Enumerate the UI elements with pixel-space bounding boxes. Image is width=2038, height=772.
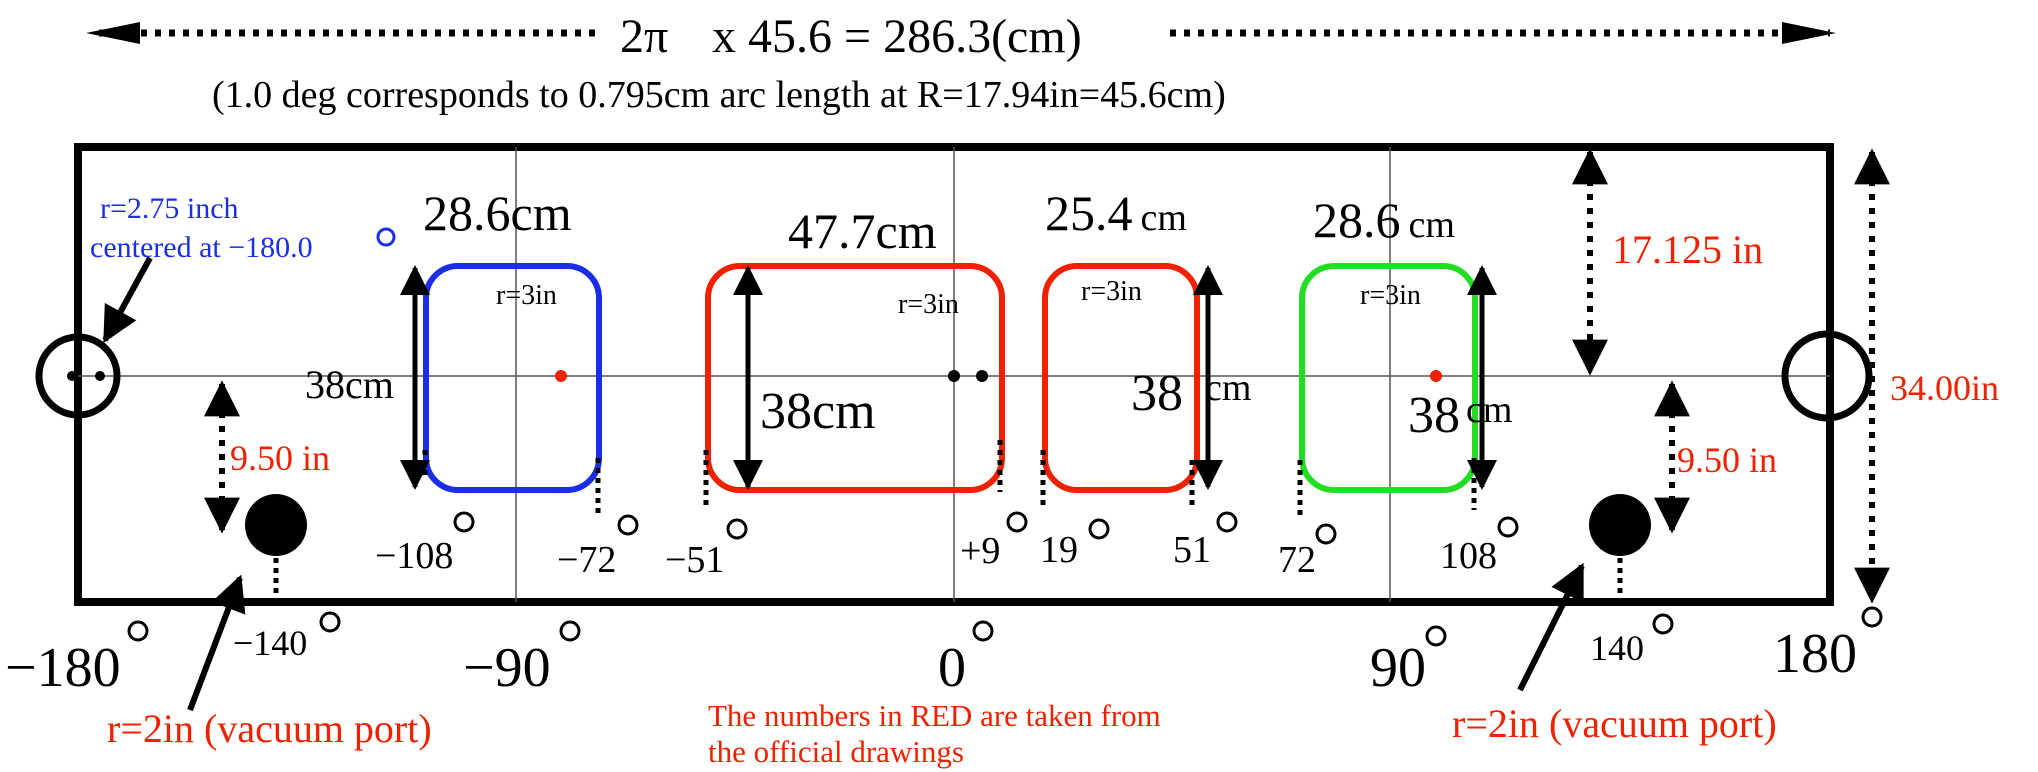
window-center-dot — [1430, 370, 1442, 382]
window-angle-label: −108 — [375, 535, 453, 577]
circumference-header: 2π x 45.6 = 286.3(cm) (1.0 deg correspon… — [86, 10, 1836, 116]
left-side-port: r=2.75 inch centered at −180.0 — [35, 192, 396, 419]
degree-symbol — [376, 227, 396, 247]
window-angle-label: +9 — [960, 530, 1000, 572]
axis-label: −90 — [463, 637, 551, 699]
full-height-label: 34.00in — [1890, 368, 1999, 408]
port-offset-label: 9.50 in — [1677, 440, 1777, 480]
port-offset-right: 9.50 in — [1654, 380, 1777, 534]
degree-symbol — [1006, 511, 1028, 533]
height-dimensions: 17.125 in 34.00in — [1572, 148, 1999, 604]
window-height-label: 38cm — [305, 362, 394, 407]
port-offset-left: 9.50 in — [204, 380, 330, 534]
vacuum-port-pointer — [187, 574, 246, 712]
window-angle-label: 72 — [1278, 539, 1316, 581]
circumference-prefix: 2π — [620, 10, 668, 63]
vacuum-port-pointer — [1517, 562, 1585, 692]
window-blue: 28.6cm r=3in 38cm −108 −72 — [305, 185, 639, 581]
window-width-label: 28.6cm — [423, 185, 572, 241]
degree-symbol — [1861, 606, 1883, 628]
circumference-formula: x 45.6 = 286.3(cm) — [712, 10, 1082, 63]
vacuum-port-label: r=2in (vacuum port) — [1452, 701, 1777, 746]
arc-length-note: (1.0 deg corresponds to 0.795cm arc leng… — [212, 74, 1226, 116]
window-center-dot — [948, 370, 960, 382]
vacuum-port-angle-label: 140 — [1590, 628, 1644, 668]
left-port-circle — [35, 333, 121, 419]
degree-symbol — [972, 620, 994, 642]
window-outline — [705, 263, 1005, 493]
vacuum-port-right: 140 r=2in (vacuum port) — [1452, 494, 1777, 746]
degree-symbol — [1652, 613, 1674, 635]
port-offset-label: 9.50 in — [230, 438, 330, 478]
note-line: The numbers in RED are taken from — [708, 698, 1161, 733]
window-corner-radius-label: r=3in — [496, 280, 557, 311]
window-red-large: 47.7cm r=3in 38cm −51 +9 — [665, 203, 1028, 581]
vacuum-port-dot — [1589, 494, 1651, 556]
vacuum-port-angle-label: −140 — [233, 623, 307, 663]
window-height-label: 38cm — [760, 383, 876, 440]
degree-symbol — [617, 514, 639, 536]
axis-label: 90 — [1370, 637, 1426, 699]
left-port-radius-label: r=2.75 inch — [100, 192, 239, 225]
degree-symbol — [1315, 523, 1337, 545]
window-angle-label: 51 — [1173, 529, 1211, 571]
window-corner-radius-label: r=3in — [1081, 276, 1142, 307]
vacuum-port-left: −140 r=2in (vacuum port) — [107, 494, 432, 751]
window-center-dot — [555, 370, 567, 382]
degree-symbol — [1216, 511, 1238, 533]
window-angle-label: 108 — [1440, 535, 1497, 577]
degree-symbol — [559, 620, 581, 642]
degree-symbol — [726, 518, 748, 540]
axis-label: −180 — [5, 637, 121, 699]
window-angle-label: −72 — [557, 539, 616, 581]
circumference-arrowhead-right — [1782, 22, 1836, 44]
circumference-arrowhead-left — [86, 22, 140, 44]
vacuum-port-dot — [245, 494, 307, 556]
left-port-center-label: centered at −180.0 — [90, 231, 313, 264]
window-corner-radius-label: r=3in — [898, 289, 959, 320]
vacuum-port-label: r=2in (vacuum port) — [107, 706, 432, 751]
window-width-label: 47.7cm — [788, 203, 937, 259]
degree-symbol — [1088, 518, 1110, 540]
degree-symbol — [1497, 516, 1519, 538]
degree-symbol — [319, 611, 341, 633]
left-port-pointer — [102, 256, 153, 344]
half-height-label: 17.125 in — [1612, 227, 1763, 272]
axis-label: 180 — [1773, 623, 1857, 685]
window-angle-label: 19 — [1040, 529, 1078, 571]
degree-symbol — [127, 620, 149, 642]
angle-axis: −180 −90 0 90 180 — [5, 606, 1883, 699]
degree-symbol — [453, 511, 475, 533]
port-center-dot — [95, 371, 105, 381]
axis-label: 0 — [938, 637, 966, 699]
window-angle-label: −51 — [665, 539, 724, 581]
note-line: the official drawings — [708, 734, 964, 769]
window-corner-radius-label: r=3in — [1360, 280, 1421, 311]
port-center-dot — [67, 371, 77, 381]
red-numbers-note: The numbers in RED are taken from the of… — [708, 698, 1161, 769]
degree-symbol — [1425, 625, 1447, 647]
window-center-dot — [976, 370, 988, 382]
